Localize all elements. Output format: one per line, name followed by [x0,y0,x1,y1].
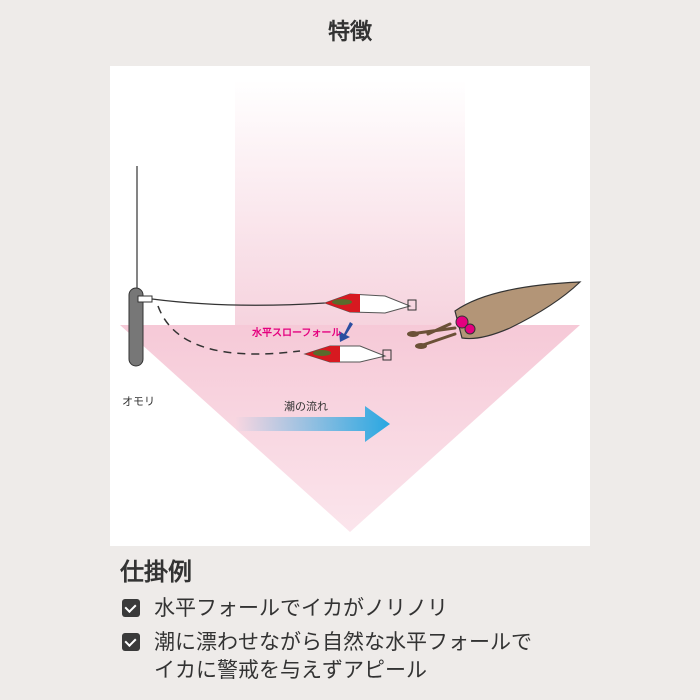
checkbox-checked-icon [122,599,140,617]
fall-arrow-icon [339,322,353,342]
current-label: 潮の流れ [284,400,328,413]
feature-text: イカに警戒を与えずアピール [154,658,427,682]
current-arrow-icon [235,406,390,442]
section-title: 仕掛例 [120,558,192,586]
rig-diagram [120,80,582,532]
squid-icon [407,281,582,349]
feature-item: 潮に漂わせながら自然な水平フォールで イカに警戒を与えずアピール [122,628,532,684]
sinker-icon [128,166,153,367]
egi-lure-icon [303,345,392,363]
egi-lure-icon [323,293,417,314]
feature-text: 潮に漂わせながら自然な水平フォールで [154,630,532,654]
fall-label: 水平スローフォール [252,328,342,339]
page-title: 特徴 [327,20,372,45]
checkbox-checked-icon [122,633,140,651]
diagram-panel: オモリ 水平スローフォール 潮の流れ [110,66,590,546]
sinker-label: オモリ [122,395,155,408]
feature-text: 水平フォールでイカがノリノリ [154,596,448,620]
feature-item: 水平フォールでイカがノリノリ [122,594,448,622]
